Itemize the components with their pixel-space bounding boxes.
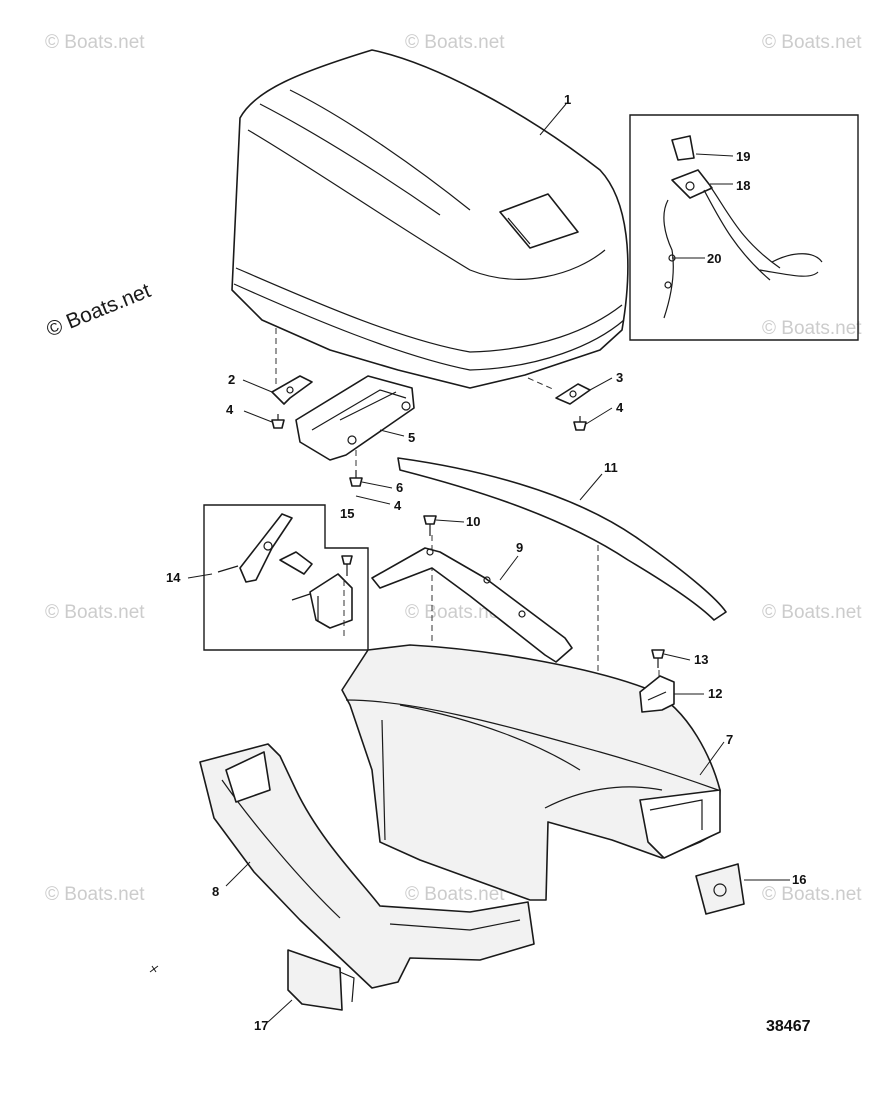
screw-part-13 [651, 649, 665, 668]
watermark: © Boats.net [405, 602, 505, 623]
watermark: © Boats.net [762, 32, 862, 53]
watermark-main: © Boats.net [43, 279, 154, 342]
watermark: © Boats.net [45, 884, 145, 905]
bracket-part-2 [271, 375, 313, 405]
watermark: © Boats.net [405, 32, 505, 53]
callout-8: 8 [212, 884, 219, 899]
screw-part-15 [341, 555, 353, 576]
callout-19: 19 [736, 149, 750, 164]
callout-6: 6 [396, 480, 403, 495]
leader-lines [187, 103, 790, 1023]
callout-10: 10 [466, 514, 480, 529]
callout-3: 3 [616, 370, 623, 385]
top-cowl-part-1 [231, 49, 629, 389]
callout-14: 14 [166, 570, 181, 585]
callout-4: 4 [616, 400, 624, 415]
seal-strip-part-11 [397, 457, 727, 621]
screw-part-10 [423, 515, 437, 536]
callouts: 1 2 3 4 4 4 5 6 7 8 9 10 11 12 13 14 15 … [166, 92, 806, 1033]
callout-5: 5 [408, 430, 415, 445]
inset-part-14 [203, 504, 369, 651]
callout-4: 4 [394, 498, 402, 513]
inset-parts-18-19-20 [629, 114, 859, 341]
watermark: © Boats.net [762, 318, 862, 339]
plate-part-16 [695, 863, 745, 915]
clip-part-12 [639, 675, 675, 713]
callout-16: 16 [792, 872, 806, 887]
watermark: © Boats.net [762, 884, 862, 905]
screw-part-4 [271, 414, 285, 429]
callout-12: 12 [708, 686, 722, 701]
callout-18: 18 [736, 178, 750, 193]
callout-11: 11 [604, 460, 618, 475]
stray-mark [149, 965, 159, 973]
callout-7: 7 [726, 732, 733, 747]
watermark: © Boats.net [45, 32, 145, 53]
bracket-part-3 [555, 383, 591, 405]
callout-15: 15 [340, 506, 354, 521]
front-bottom-cowl-part-8 [199, 743, 535, 989]
watermark: © Boats.net [762, 602, 862, 623]
callout-17: 17 [254, 1018, 268, 1033]
support-bracket-part-9 [371, 547, 573, 663]
callout-13: 13 [694, 652, 708, 667]
latch-pad-part-5 [295, 375, 415, 461]
watermark: © Boats.net [45, 602, 145, 623]
screw-part-6 [349, 470, 363, 487]
drawing-number: 38467 [766, 1018, 811, 1035]
callout-1: 1 [564, 92, 571, 107]
rear-bottom-cowl-part-7 [341, 644, 721, 901]
screw-part-4 [573, 416, 587, 431]
callout-9: 9 [516, 540, 523, 555]
watermark: © Boats.net [405, 884, 505, 905]
callout-2: 2 [228, 372, 235, 387]
cover-part-17 [287, 949, 355, 1011]
callout-4: 4 [226, 402, 234, 417]
callout-20: 20 [707, 251, 721, 266]
